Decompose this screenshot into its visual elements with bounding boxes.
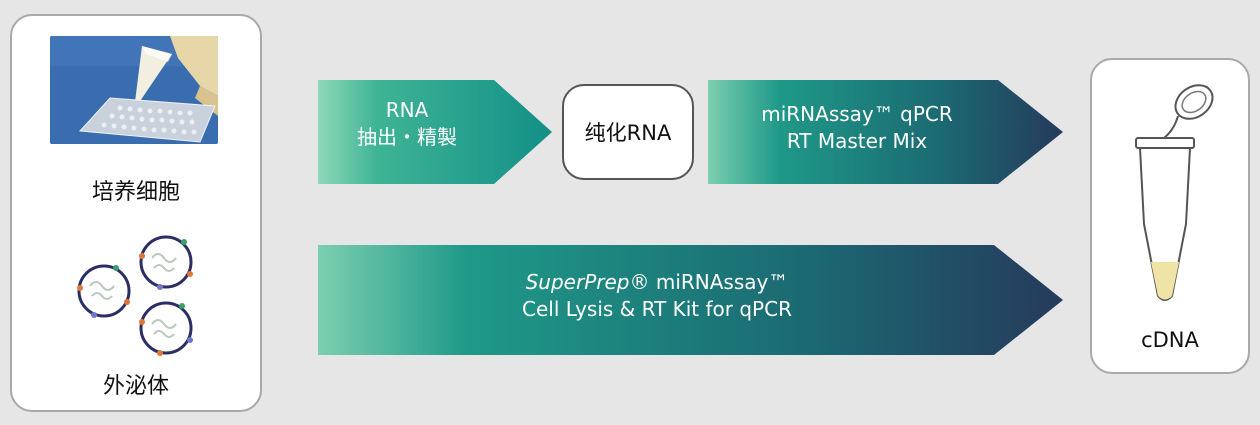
superprep-kit-arrow (318, 245, 1063, 355)
master-mix-label-line2: RT Master Mix (786, 129, 928, 153)
cdna-label: cDNA (1141, 328, 1199, 352)
extraction-label-line2: 抽出・精製 (357, 125, 457, 149)
exosome-label: 外泌体 (102, 374, 169, 399)
superprep-kit-label-line2: Cell Lysis & RT Kit for qPCR (522, 297, 792, 321)
superprep-product: ® miRNAssay™ (629, 270, 789, 294)
extraction-arrow (318, 80, 552, 184)
extraction-label-line1: RNA (385, 98, 429, 122)
superprep-kit-arrow-label: SuperPrep® miRNAssay™ Cell Lysis & RT Ki… (322, 269, 992, 323)
master-mix-label-line1: miRNAssay™ qPCR (761, 102, 953, 126)
superprep-kit-label-line1: SuperPrep® miRNAssay™ (322, 269, 992, 296)
superprep-brand: SuperPrep (525, 270, 630, 294)
cdna-output-panel: cDNA (1090, 58, 1250, 374)
master-mix-arrow-label: miRNAssay™ qPCR RT Master Mix (712, 101, 1002, 155)
purified-rna-label: 纯化RNA (584, 121, 672, 145)
extraction-arrow-label: RNA 抽出・精製 (322, 97, 492, 151)
exosome-vesicle-1 (139, 235, 193, 290)
exosome-vesicle-3 (139, 301, 193, 356)
cultured-cells-label: 培养细胞 (91, 180, 180, 205)
microtube-icon (1135, 84, 1214, 301)
input-samples-panel: 培养细胞 外泌体 (10, 14, 262, 412)
purified-rna-node: 纯化RNA (562, 84, 694, 180)
exosome-illustration (77, 235, 193, 356)
exosome-vesicle-2 (77, 264, 131, 318)
cultured-cells-photo (50, 36, 218, 144)
master-mix-arrow (708, 80, 1063, 184)
